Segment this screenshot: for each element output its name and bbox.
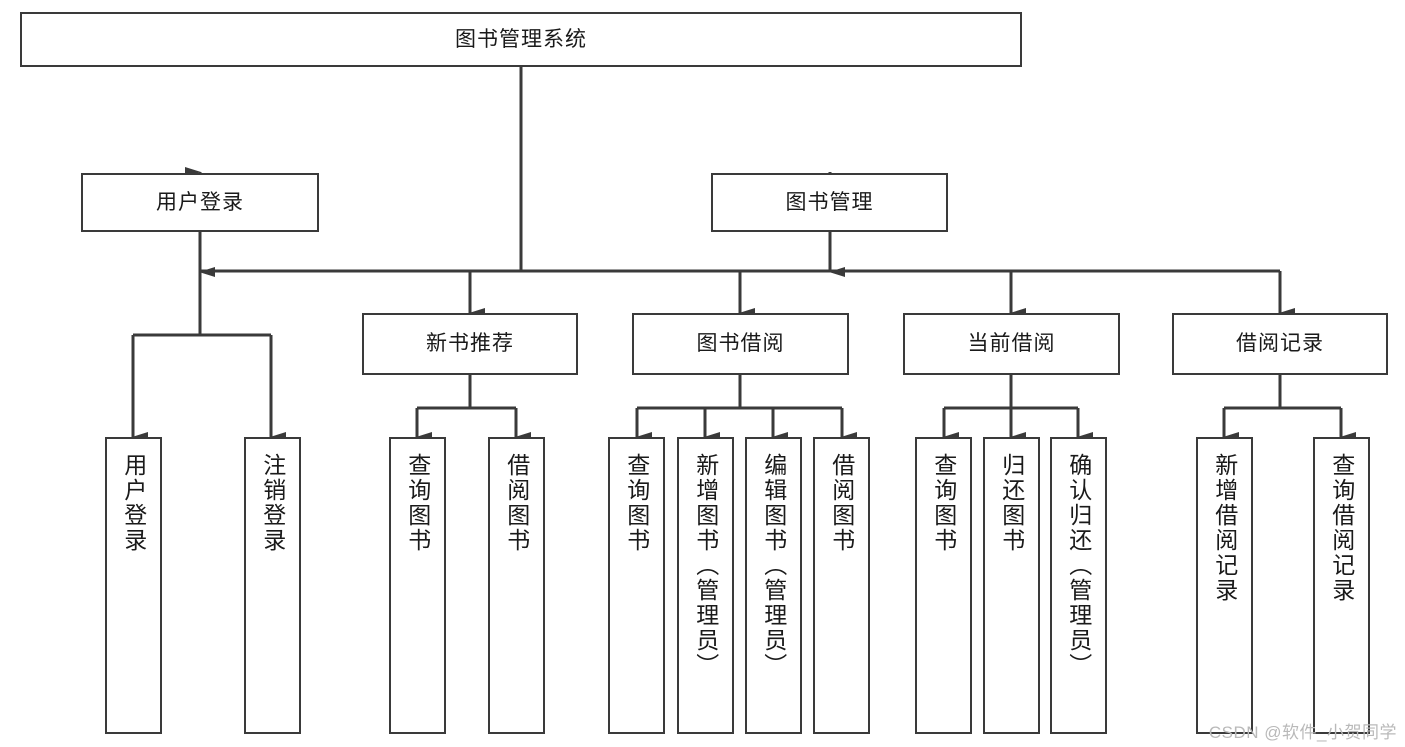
leaf-label: 用户登录 [120, 453, 147, 553]
leaf-confirm-return-admin[interactable]: 确认归还（管理员） [1050, 437, 1107, 734]
leaf-query-book-current[interactable]: 查询图书 [915, 437, 972, 734]
leaf-label: 确认归还（管理员） [1065, 453, 1092, 678]
leaf-label: 归还图书 [998, 453, 1025, 553]
leaf-label: 新增图书（管理员） [692, 453, 719, 678]
node-user-login[interactable]: 用户登录 [81, 173, 319, 232]
leaf-borrow-book-recommend[interactable]: 借阅图书 [488, 437, 545, 734]
leaf-add-book-admin[interactable]: 新增图书（管理员） [677, 437, 734, 734]
leaf-label: 查询借阅记录 [1328, 453, 1355, 603]
node-borrow-record[interactable]: 借阅记录 [1172, 313, 1388, 375]
node-root-system[interactable]: 图书管理系统 [20, 12, 1022, 67]
leaf-borrow-book[interactable]: 借阅图书 [813, 437, 870, 734]
leaf-label: 借阅图书 [828, 453, 855, 553]
leaf-label: 编辑图书（管理员） [760, 453, 787, 678]
leaf-label: 查询图书 [404, 453, 431, 553]
node-new-book-recommend[interactable]: 新书推荐 [362, 313, 578, 375]
node-book-borrow[interactable]: 图书借阅 [632, 313, 849, 375]
leaf-edit-book-admin[interactable]: 编辑图书（管理员） [745, 437, 802, 734]
leaf-add-borrow-record[interactable]: 新增借阅记录 [1196, 437, 1253, 734]
leaf-query-book-borrow[interactable]: 查询图书 [608, 437, 665, 734]
leaf-return-book[interactable]: 归还图书 [983, 437, 1040, 734]
leaf-label: 查询图书 [930, 453, 957, 553]
node-current-borrow[interactable]: 当前借阅 [903, 313, 1120, 375]
leaf-query-borrow-record[interactable]: 查询借阅记录 [1313, 437, 1370, 734]
leaf-user-login[interactable]: 用户登录 [105, 437, 162, 734]
leaf-label: 查询图书 [623, 453, 650, 553]
leaf-logout[interactable]: 注销登录 [244, 437, 301, 734]
leaf-query-book-recommend[interactable]: 查询图书 [389, 437, 446, 734]
csdn-watermark: CSDN @软件_小贺同学 [1208, 723, 1397, 742]
node-book-management[interactable]: 图书管理 [711, 173, 948, 232]
leaf-label: 注销登录 [259, 453, 286, 553]
leaf-label: 借阅图书 [503, 453, 530, 553]
leaf-label: 新增借阅记录 [1211, 453, 1238, 603]
